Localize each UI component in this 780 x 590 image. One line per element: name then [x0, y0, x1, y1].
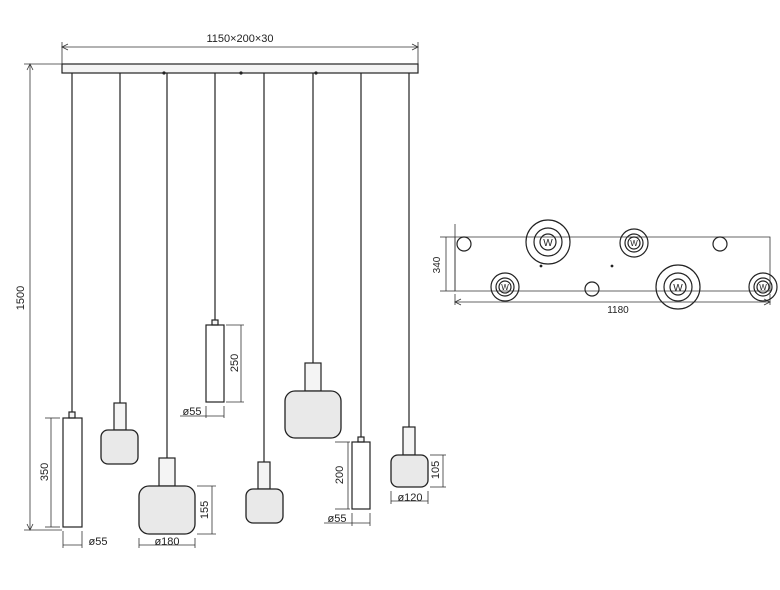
pendant-3-diameter-label: ø180 — [154, 536, 179, 548]
socket-w-label: W — [630, 239, 638, 248]
pendant-tube-4: 250 ø55 — [180, 73, 244, 418]
pendant-8-height-label: 105 — [430, 461, 442, 479]
pendant-3-height-label: 155 — [199, 501, 211, 519]
pendant-glass-6 — [284, 73, 342, 439]
canopy-dimension-label: 1150×200×30 — [206, 33, 273, 45]
socket-w-label: W — [543, 238, 553, 249]
pendant-glass-5 — [245, 73, 284, 524]
depth-dimension-label: 340 — [432, 256, 443, 273]
pendant-1-diameter-label: ø55 — [89, 536, 108, 548]
tube-socket — [712, 236, 728, 252]
canopy-screw — [239, 71, 243, 75]
canopy-screw — [162, 71, 166, 75]
pendant-4-length-label: 250 — [229, 354, 241, 372]
width-dimension-label: 1180 — [607, 305, 629, 316]
pendant-7-diameter-label: ø55 — [328, 513, 347, 525]
socket-w-label: W — [759, 283, 767, 292]
pendant-glass-8: 105 ø120 — [390, 73, 446, 504]
pendant-4-diameter-label: ø55 — [183, 406, 202, 418]
canopy-width-dimension-top: 1180 — [454, 294, 771, 316]
large-glass-socket-1: W — [525, 219, 571, 265]
large-glass-socket-2: W — [655, 264, 701, 310]
pendant-8-diameter-label: ø120 — [397, 492, 422, 504]
tube-socket — [584, 281, 600, 297]
socket-w-label: W — [501, 283, 509, 292]
pendant-tube-1: 350 ø55 — [39, 73, 107, 548]
fixing-point — [539, 264, 543, 268]
canopy-screw — [314, 71, 318, 75]
pendant-glass-2 — [100, 73, 139, 465]
front-view: 1150×200×30 1500 350 ø55 — [15, 33, 446, 548]
ceiling-canopy — [61, 63, 419, 74]
height-dimension-label: 1500 — [15, 286, 27, 310]
pendant-glass-3: 155 ø180 — [138, 73, 216, 548]
fixing-point — [610, 264, 614, 268]
small-glass-socket-2: W — [490, 272, 520, 302]
socket-w-label: W — [673, 283, 683, 294]
small-glass-socket-1: W — [619, 228, 649, 258]
small-glass-socket-3: W — [748, 272, 778, 302]
pendant-1-length-label: 350 — [39, 463, 51, 481]
tube-socket — [456, 236, 472, 252]
top-view: 340 1180 W W — [432, 219, 778, 316]
overall-height-dimension: 1500 — [15, 63, 62, 531]
canopy-depth-dimension: 340 — [432, 236, 455, 292]
canopy-width-dimension: 1150×200×30 — [61, 33, 419, 64]
pendant-7-length-label: 200 — [334, 466, 346, 484]
pendant-tube-7: 200 ø55 — [324, 73, 371, 526]
